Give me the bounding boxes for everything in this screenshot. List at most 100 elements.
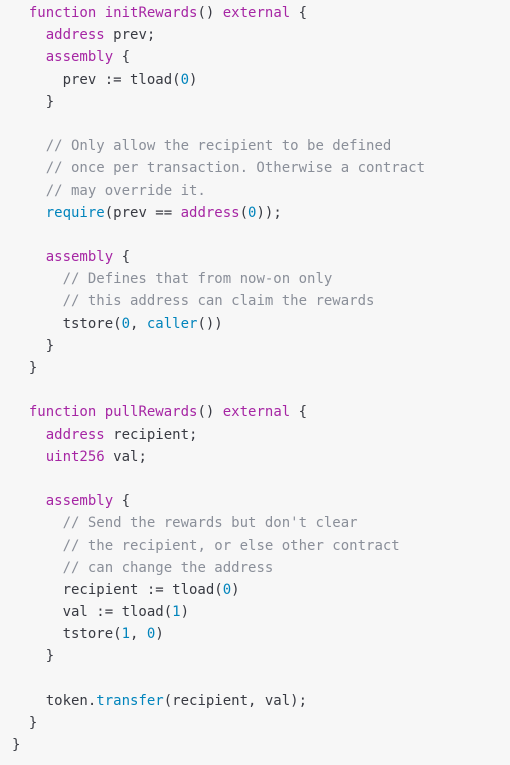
code-token: address [45, 426, 105, 443]
code-line: tstore(0, caller()) [12, 313, 510, 335]
code-line: function pullRewards() external { [12, 401, 510, 423]
code-token: { [290, 404, 308, 421]
code-line: } [12, 712, 510, 734]
code-token [12, 160, 46, 176]
code-line [12, 113, 510, 135]
code-token [12, 205, 46, 221]
code-token: { [290, 5, 308, 21]
code-token: external [222, 5, 291, 21]
code-token [12, 538, 63, 554]
code-token: () [197, 5, 223, 21]
code-line: // once per transaction. Otherwise a con… [12, 157, 510, 179]
code-line: tstore(1, 0) [12, 623, 510, 645]
code-token: transfer [96, 692, 164, 709]
code-token [12, 271, 63, 287]
code-token: function [28, 404, 97, 421]
code-line: address prev; [12, 24, 510, 46]
code-token: { [113, 493, 131, 510]
code-comment: // may override it. [45, 182, 206, 199]
code-token: } [12, 737, 21, 754]
code-line: // Send the rewards but don't clear [12, 512, 510, 534]
code-token: prev; [104, 27, 156, 44]
code-comment: // can change the address [62, 559, 274, 576]
code-token: uint256 [45, 448, 105, 465]
code-token: external [222, 404, 291, 421]
code-token [12, 404, 29, 420]
code-token: ) [180, 604, 190, 621]
code-token: 0 [121, 315, 131, 332]
code-token: } [12, 648, 55, 665]
code-token: address [180, 204, 240, 221]
code-line: } [12, 734, 510, 756]
code-token: 0 [222, 581, 232, 598]
code-line: } [12, 645, 510, 667]
code-line [12, 468, 510, 490]
code-token: prev := tload( [12, 71, 181, 88]
code-token: pullRewards [104, 404, 198, 421]
code-line: uint256 val; [12, 446, 510, 468]
code-line: require(prev == address(0)); [12, 202, 510, 224]
code-token: (recipient, val); [163, 692, 308, 709]
code-token: { [113, 249, 131, 266]
code-line: function initRewards() external { [12, 2, 510, 24]
code-comment: // Only allow the recipient to be define… [45, 138, 392, 155]
code-line: recipient := tload(0) [12, 579, 510, 601]
code-line: } [12, 357, 510, 379]
code-line: prev := tload(0) [12, 69, 510, 91]
code-token: ( [239, 204, 249, 221]
code-comment: // the recipient, or else other contract [62, 537, 400, 554]
code-token [12, 249, 46, 265]
code-token [12, 5, 29, 21]
code-line [12, 224, 510, 246]
code-token [12, 27, 46, 43]
code-token: assembly [45, 249, 114, 266]
code-token [12, 560, 63, 576]
code-comment: // once per transaction. Otherwise a con… [45, 160, 426, 177]
code-token: recipient; [104, 426, 198, 443]
code-comment: // this address can claim the rewards [62, 293, 375, 310]
code-token: ()) [197, 315, 223, 332]
code-token: ) [231, 581, 240, 598]
code-token [12, 449, 46, 465]
code-line: // Only allow the recipient to be define… [12, 135, 510, 157]
code-line: assembly { [12, 46, 510, 68]
code-line: } [12, 335, 510, 357]
code-token [12, 49, 46, 65]
code-line: // Defines that from now-on only [12, 268, 510, 290]
code-token: tstore( [12, 315, 122, 332]
code-line: assembly { [12, 246, 510, 268]
code-token: 1 [121, 626, 131, 643]
code-token: } [12, 715, 38, 731]
code-line: assembly { [12, 490, 510, 512]
code-token [12, 293, 63, 309]
code-token: recipient := tload( [12, 581, 223, 598]
code-token: initRewards [104, 5, 198, 21]
code-token: val := tload( [12, 604, 173, 621]
code-line: address recipient; [12, 424, 510, 446]
code-line [12, 668, 510, 690]
code-token: address [45, 27, 105, 44]
code-token [12, 493, 46, 509]
code-token: } [12, 337, 55, 354]
code-token: tstore( [12, 626, 122, 643]
code-token [96, 404, 104, 420]
code-token: caller [146, 315, 198, 332]
code-comment: // Send the rewards but don't clear [62, 515, 358, 532]
code-token: require [45, 204, 105, 221]
code-line [12, 379, 510, 401]
code-token: 0 [146, 626, 156, 643]
code-token [12, 183, 46, 199]
code-token: { [113, 49, 131, 66]
code-line: token.transfer(recipient, val); [12, 690, 510, 712]
code-token: 1 [172, 604, 181, 621]
code-line: // can change the address [12, 557, 510, 579]
code-token: assembly [45, 49, 114, 66]
code-token: } [12, 93, 55, 110]
code-token: assembly [45, 493, 114, 510]
code-line: // the recipient, or else other contract [12, 535, 510, 557]
code-token: } [12, 360, 38, 376]
code-token: token. [12, 692, 97, 709]
code-token [12, 427, 46, 443]
code-token: () [197, 404, 223, 421]
